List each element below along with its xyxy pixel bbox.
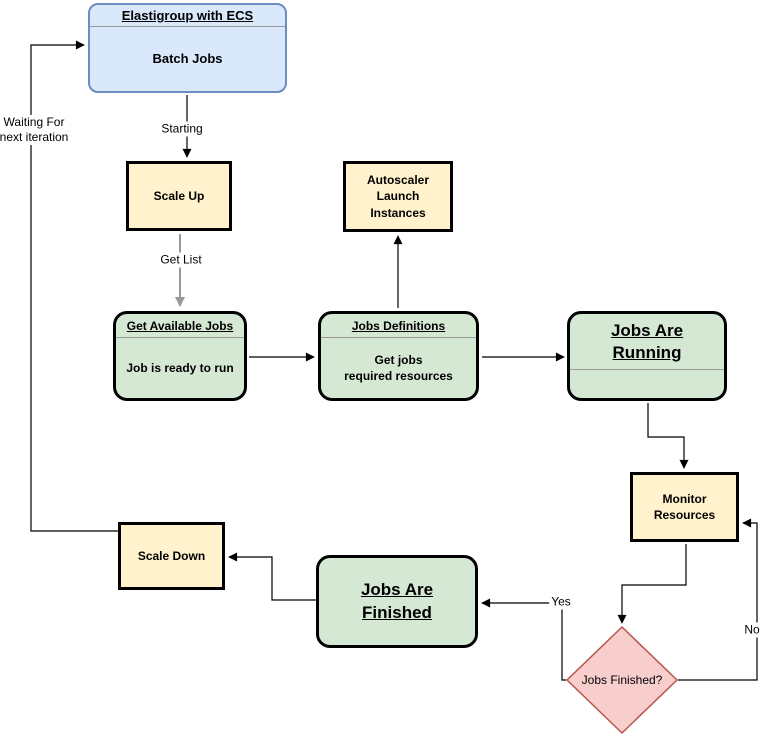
jobs-definitions-body: Get jobs required resources — [344, 352, 453, 383]
jobs-definitions-divider — [321, 337, 476, 338]
node-monitor-resources: Monitor Resources — [630, 472, 739, 542]
edge-decision-no-to-monitor — [678, 518, 758, 681]
get-available-jobs-title: Get Available Jobs — [126, 318, 234, 333]
node-jobs-definitions: Jobs Definitions Get jobs required resou… — [318, 311, 479, 401]
jobs-finished-decision-label: Jobs Finished? — [581, 673, 663, 687]
edge-scale-down-to-elastigroup — [30, 40, 119, 532]
elastigroup-divider — [90, 26, 285, 27]
edge-jobs-running-to-monitor — [647, 403, 689, 469]
edge-jobs-finished-to-scale-down — [228, 552, 316, 601]
jobs-are-finished-title: Jobs Are Finished — [360, 580, 434, 622]
node-scale-down: Scale Down — [118, 522, 225, 590]
node-jobs-are-finished: Jobs Are Finished — [316, 555, 478, 648]
scale-up-label: Scale Up — [153, 188, 205, 203]
scale-down-label: Scale Down — [137, 548, 206, 563]
get-available-jobs-divider — [116, 337, 244, 338]
autoscaler-label: Autoscaler Launch Instances — [366, 173, 430, 220]
jobs-definitions-title: Jobs Definitions — [351, 318, 446, 333]
jobs-are-running-title: Jobs Are Running — [610, 321, 684, 362]
node-scale-up: Scale Up — [126, 161, 232, 231]
jobs-are-running-divider — [570, 369, 724, 370]
edge-label-waiting-for-next-iteration: Waiting For next iteration — [0, 115, 71, 145]
elastigroup-title: Elastigroup with ECS — [121, 8, 254, 23]
jobs-are-running-body — [570, 370, 724, 398]
edge-label-yes: Yes — [549, 594, 573, 610]
edge-monitor-to-decision — [617, 544, 687, 624]
node-elastigroup-batch-jobs: Elastigroup with ECS Batch Jobs — [88, 3, 287, 93]
monitor-resources-label: Monitor Resources — [653, 491, 716, 522]
node-autoscaler-launch-instances: Autoscaler Launch Instances — [343, 161, 453, 232]
get-available-jobs-body: Job is ready to run — [126, 360, 234, 375]
jobs-finished-decision-shape — [565, 625, 679, 735]
elastigroup-body: Batch Jobs — [152, 51, 223, 67]
edge-label-no: No — [742, 622, 762, 638]
node-get-available-jobs: Get Available Jobs Job is ready to run — [113, 311, 247, 401]
node-jobs-are-running: Jobs Are Running — [567, 311, 727, 401]
edge-decision-yes-to-jobs-finished — [481, 598, 566, 681]
edge-label-starting: Starting — [159, 121, 205, 137]
edge-label-get-list: Get List — [158, 252, 204, 268]
